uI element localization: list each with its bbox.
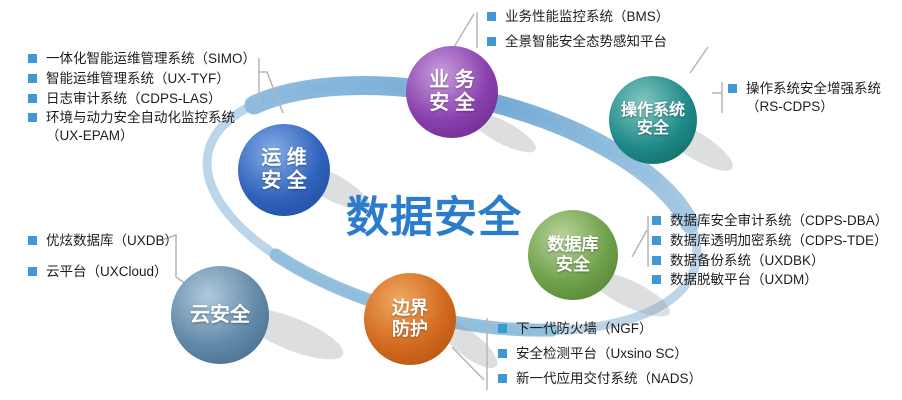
list-item: 安全检测平台（Uxsino SC） xyxy=(498,345,738,363)
bullet-square-icon xyxy=(652,216,661,225)
list-item-text: 环境与动力安全自动化监控系统（UX-EPAM） xyxy=(46,110,235,144)
list-item: 全景智能安全态势感知平台 xyxy=(487,33,717,51)
bullet-square-icon xyxy=(652,235,661,245)
node-label: 安 全 xyxy=(429,92,475,114)
system-list-business: 业务性能监控系统（BMS） 全景智能安全态势感知平台 xyxy=(487,8,717,58)
node-label: 边界 xyxy=(392,298,428,319)
bullet-square-icon xyxy=(652,275,661,285)
list-item-text: 数据备份系统（UXDBK） xyxy=(670,252,825,268)
system-list-database: 数据库安全审计系统（CDPS-DBA） 数据库透明加密系统（CDPS-TDE） … xyxy=(652,212,894,291)
node-label: 业 务 xyxy=(429,69,475,91)
bullet-square-icon xyxy=(498,373,507,383)
node-business-security: 业 务 安 全 xyxy=(406,46,498,138)
node-label: 安全 xyxy=(556,255,590,274)
list-item: 数据库透明加密系统（CDPS-TDE） xyxy=(652,232,894,250)
bullet-square-icon xyxy=(498,348,507,358)
node-label: 安 全 xyxy=(261,170,307,192)
system-list-os: 操作系统安全增强系统（RS-CDPS） xyxy=(728,80,896,116)
bullet-square-icon xyxy=(28,236,37,245)
list-item: 数据备份系统（UXDBK） xyxy=(652,252,894,270)
diagram-title: 数据安全 xyxy=(346,194,522,242)
list-item-text: 数据库透明加密系统（CDPS-TDE） xyxy=(670,232,888,248)
bullet-square-icon xyxy=(652,255,661,265)
list-item-text: 云平台（UXCloud） xyxy=(46,263,168,279)
bullet-square-icon xyxy=(28,54,37,63)
list-item-text: 业务性能监控系统（BMS） xyxy=(505,9,670,24)
list-item: 日志审计系统（CDPS-LAS） xyxy=(28,90,266,108)
list-item: 新一代应用交付系统（NADS） xyxy=(498,370,738,388)
bullet-square-icon xyxy=(28,266,37,276)
list-item: 智能运维管理系统（UX-TYF） xyxy=(28,70,266,88)
list-item: 下一代防火墙（NGF） xyxy=(498,320,738,338)
system-list-cloud: 优炫数据库（UXDB） 云平台（UXCloud） xyxy=(28,232,218,294)
list-item: 一体化智能运维管理系统（SIMO） xyxy=(28,50,266,68)
list-item: 云平台（UXCloud） xyxy=(28,263,218,281)
node-label: 云安全 xyxy=(190,303,250,326)
list-item-text: 日志审计系统（CDPS-LAS） xyxy=(46,90,222,106)
node-label: 数据库 xyxy=(547,235,599,255)
list-item-text: 优炫数据库（UXDB） xyxy=(46,233,179,248)
node-database-security: 数据库 安全 xyxy=(528,210,618,300)
list-item: 优炫数据库（UXDB） xyxy=(28,232,218,250)
list-item-text: 安全检测平台（Uxsino SC） xyxy=(516,345,688,361)
list-item-text: 下一代防火墙（NGF） xyxy=(516,321,653,336)
node-ops-security: 运 维 安 全 xyxy=(238,124,330,216)
bullet-square-icon xyxy=(498,324,507,333)
list-item: 环境与动力安全自动化监控系统（UX-EPAM） xyxy=(28,109,266,145)
bullet-square-icon xyxy=(487,12,496,21)
list-item-text: 数据脱敏平台（UXDM） xyxy=(670,272,818,288)
list-item: 数据脱敏平台（UXDM） xyxy=(652,271,894,289)
node-os-security: 操作系统 安全 xyxy=(609,76,697,164)
node-label: 运 维 xyxy=(261,147,307,169)
list-item: 操作系统安全增强系统（RS-CDPS） xyxy=(728,80,896,116)
bullet-square-icon xyxy=(28,73,37,83)
list-item: 数据库安全审计系统（CDPS-DBA） xyxy=(652,212,894,230)
list-item-text: 智能运维管理系统（UX-TYF） xyxy=(46,70,230,86)
callout-connectors xyxy=(161,12,723,390)
system-list-ops: 一体化智能运维管理系统（SIMO） 智能运维管理系统（UX-TYF） 日志审计系… xyxy=(28,50,266,147)
list-item: 业务性能监控系统（BMS） xyxy=(487,8,717,26)
bullet-square-icon xyxy=(728,84,737,93)
node-cloud-security: 云安全 xyxy=(171,266,269,364)
bullet-square-icon xyxy=(28,93,37,103)
list-item-text: 新一代应用交付系统（NADS） xyxy=(516,370,703,386)
system-list-border: 下一代防火墙（NGF） 安全检测平台（Uxsino SC） 新一代应用交付系统（… xyxy=(498,320,738,394)
node-label: 安全 xyxy=(636,120,669,137)
bullet-square-icon xyxy=(28,113,37,123)
node-label: 防护 xyxy=(392,319,428,339)
list-item-text: 数据库安全审计系统（CDPS-DBA） xyxy=(670,213,889,228)
list-item-text: 操作系统安全增强系统（RS-CDPS） xyxy=(746,81,881,114)
node-label: 操作系统 xyxy=(620,101,685,119)
list-item-text: 全景智能安全态势感知平台 xyxy=(505,33,667,49)
bullet-square-icon xyxy=(487,36,496,46)
list-item-text: 一体化智能运维管理系统（SIMO） xyxy=(46,51,257,66)
node-border-protection: 边界 防护 xyxy=(364,273,456,365)
